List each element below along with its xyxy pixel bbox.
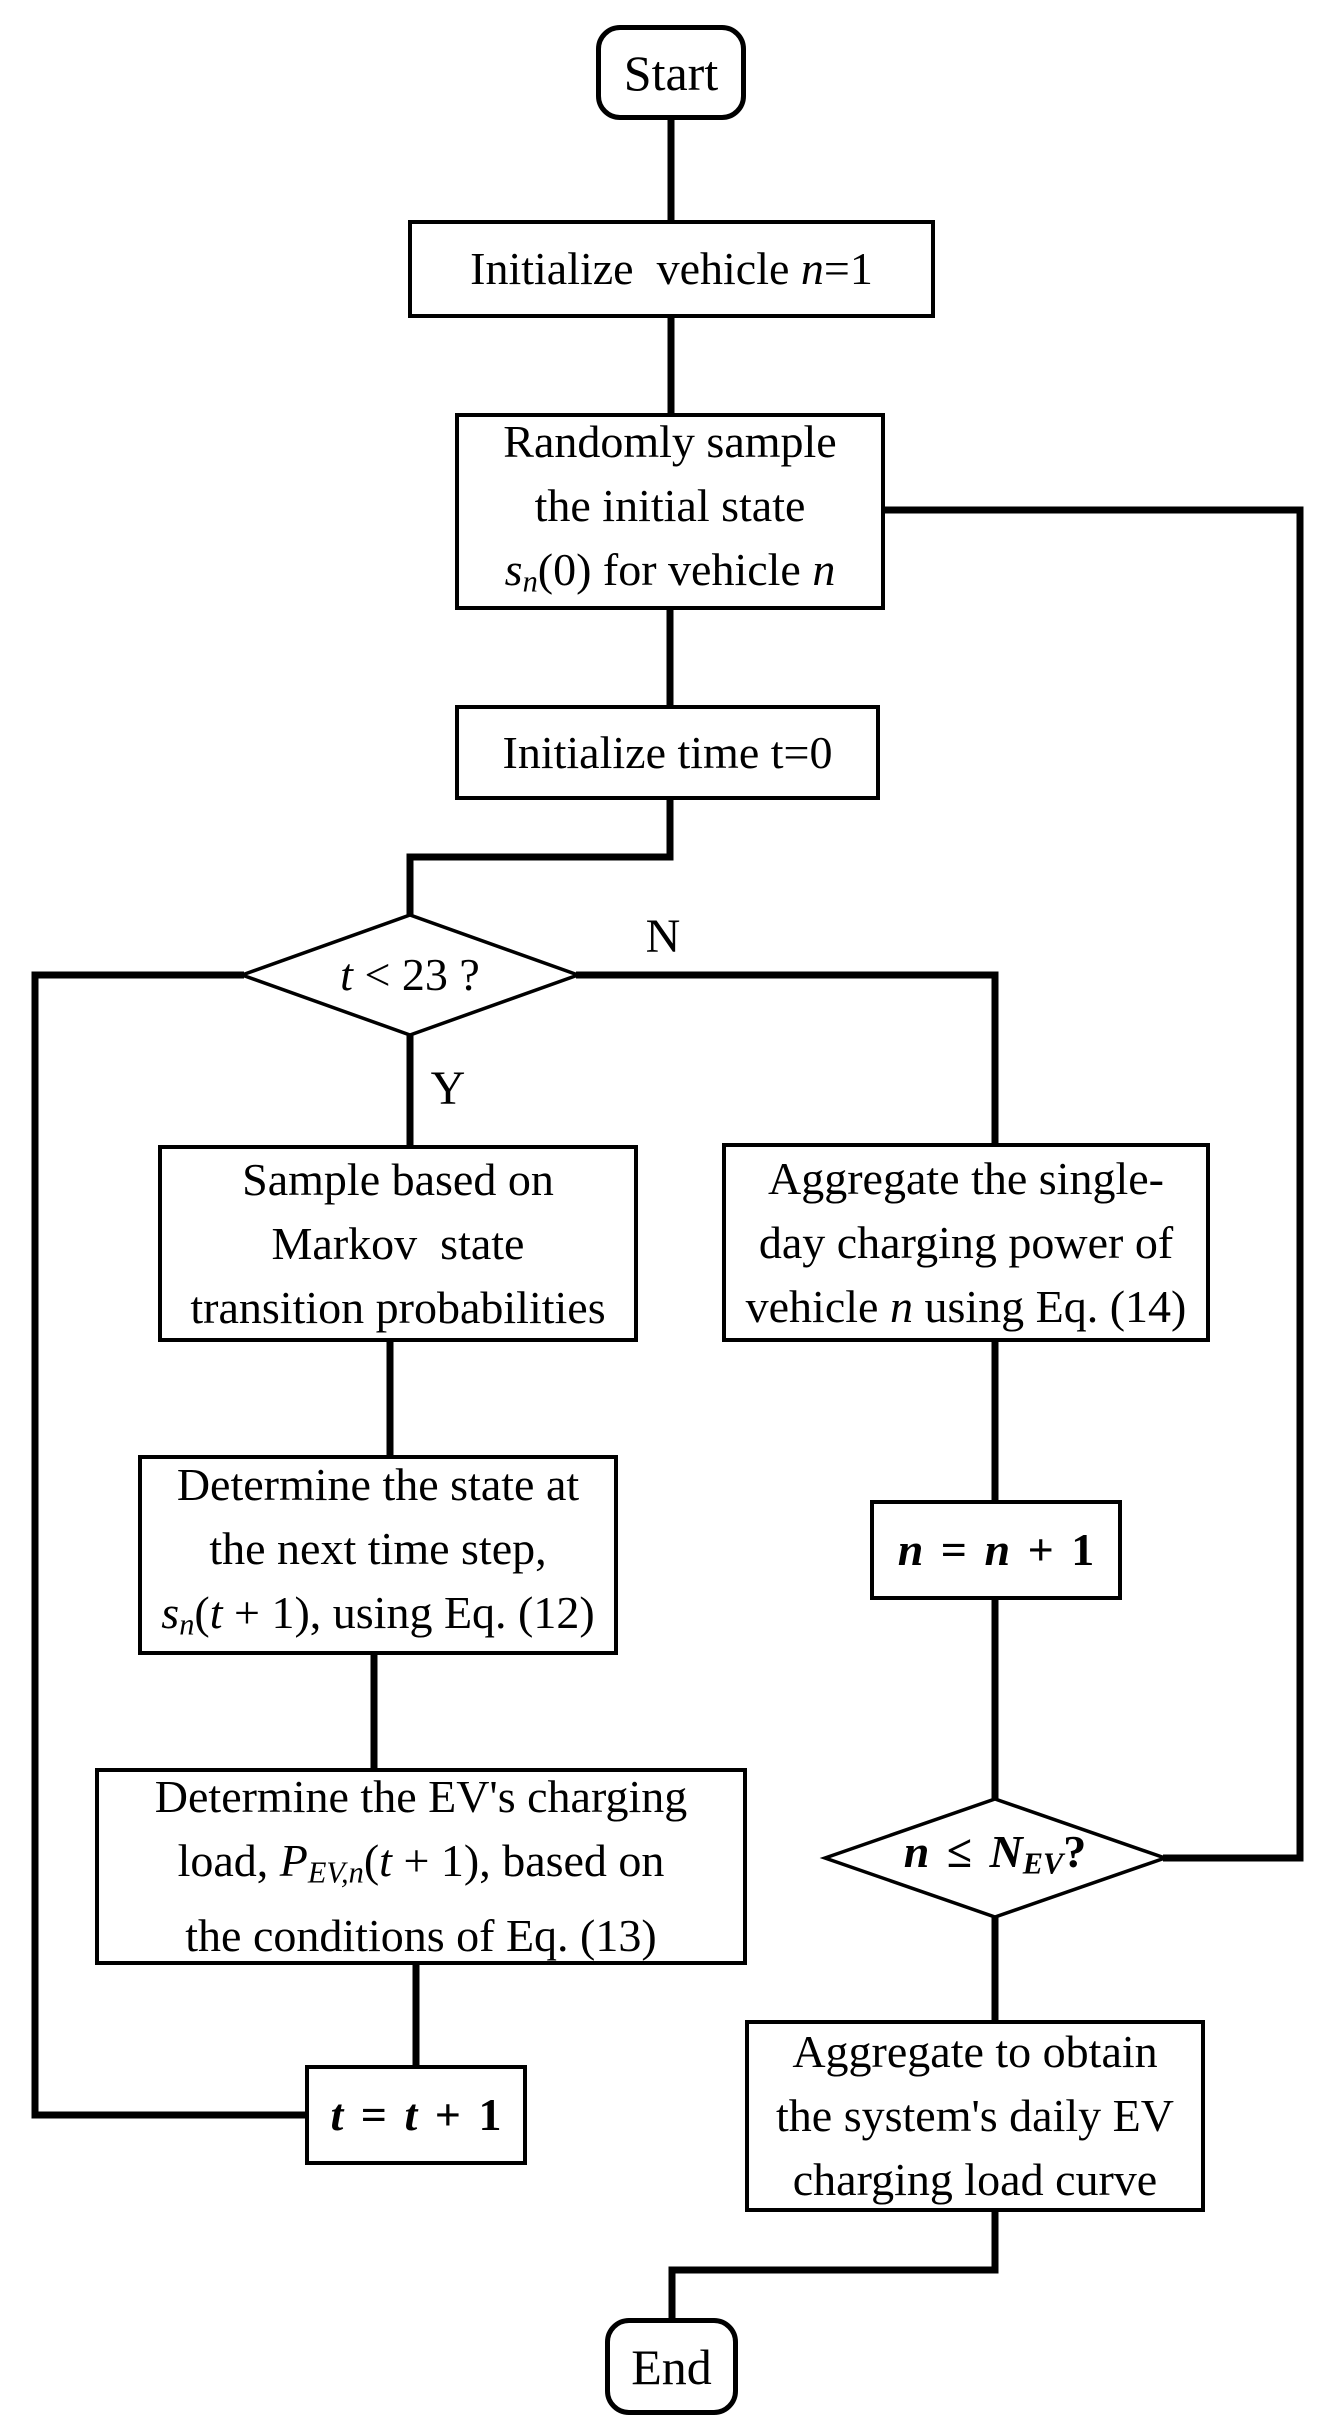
branch-label-no: N <box>645 909 681 963</box>
node-end: End <box>605 2318 738 2415</box>
branch-label-yes: Y <box>430 1061 466 1115</box>
node-aggregate-single-day-power: Aggregate the single-day charging power … <box>722 1143 1210 1342</box>
decision-t-check-label: t < 23 ? <box>340 949 480 1000</box>
node-n-increment: n = n + 1 <box>870 1500 1122 1600</box>
node-initialize-time: Initialize time t=0 <box>455 705 880 800</box>
node-start: Start <box>596 25 746 120</box>
connector-t-check-no-branch <box>576 971 999 1145</box>
connector-init-time-to-t-check <box>406 800 674 918</box>
connector-n-check-loop-back <box>885 506 1304 1862</box>
connector-aggregate-total-to-end <box>668 2212 999 2320</box>
decision-n-check-shape <box>819 1797 1171 1919</box>
decision-t-check-shape <box>236 913 584 1037</box>
node-t-increment: t = t + 1 <box>305 2065 527 2165</box>
node-initialize-vehicle: Initialize vehicle n=1 <box>408 220 935 318</box>
decision-n-check-label: n ≤ NEV? <box>903 1826 1087 1881</box>
connector-t-increment-loop-back <box>31 971 307 2119</box>
